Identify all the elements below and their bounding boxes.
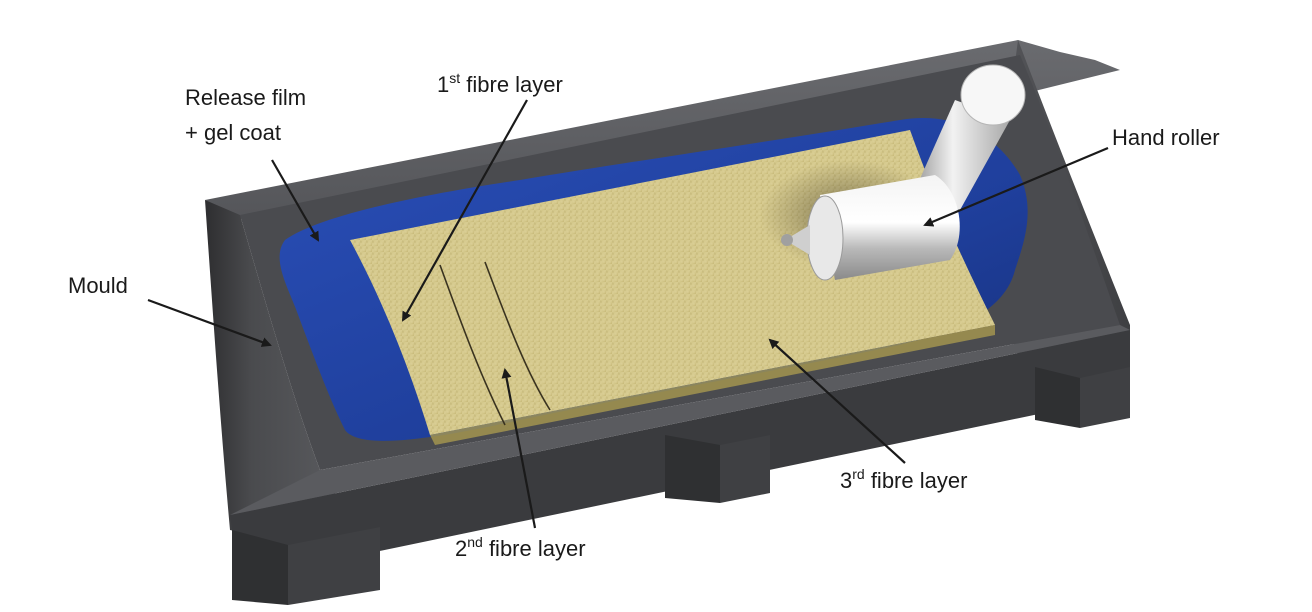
- roller-handle-cap: [960, 64, 1026, 126]
- arrow-hand-roller: [923, 146, 1109, 227]
- arrow-first-layer: [402, 99, 528, 322]
- mould-left-face: [205, 200, 360, 545]
- fibre-layer-boundary-2: [484, 261, 551, 411]
- label-third-fibre-layer: 3rd fibre layer: [840, 466, 967, 493]
- roller-cylinder: [820, 175, 960, 280]
- arrow-second-layer: [501, 368, 537, 529]
- mould-feet: [232, 367, 1130, 605]
- fibre-layer-boundary-1: [439, 264, 506, 426]
- label-release-film-line2: + gel coat: [185, 120, 281, 145]
- label-first-fibre-layer: 1st fibre layer: [437, 70, 563, 97]
- hand-roller: [760, 64, 1026, 281]
- label-mould: Mould: [68, 273, 128, 298]
- arrow-mould: [147, 298, 272, 347]
- label-hand-roller: Hand roller: [1112, 125, 1220, 150]
- annotation-arrows: [147, 99, 1109, 529]
- arrow-release-film: [271, 159, 319, 242]
- label-second-fibre-layer: 2nd fibre layer: [455, 534, 586, 561]
- arrow-third-layer: [768, 338, 906, 464]
- label-release-film-line1: Release film: [185, 85, 306, 110]
